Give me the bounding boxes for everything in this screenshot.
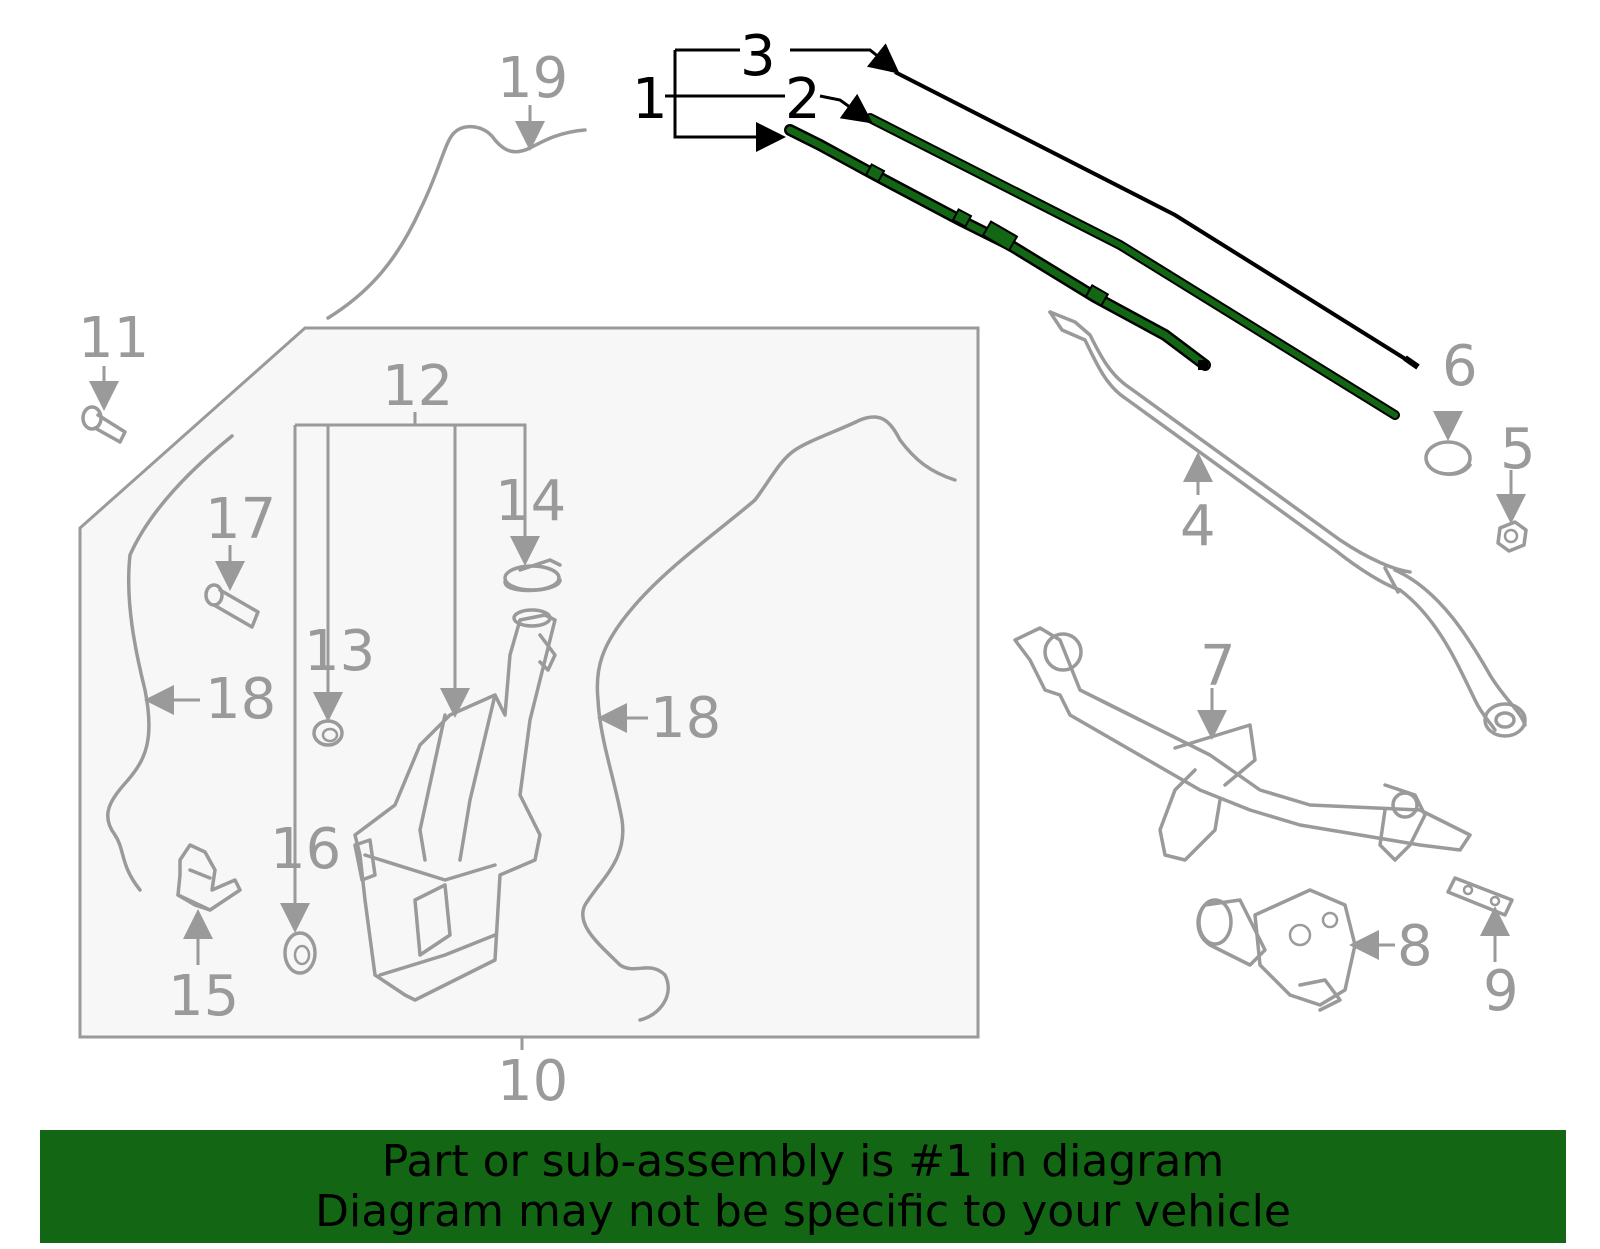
banner-line-2: Diagram may not be specific to your vehi… bbox=[315, 1185, 1291, 1237]
wiper-blade-3 bbox=[894, 70, 1420, 370]
callout-18-right: 18 bbox=[650, 686, 721, 751]
callout-4: 4 bbox=[1180, 494, 1216, 559]
callout-6: 6 bbox=[1442, 334, 1478, 399]
hose-18-right bbox=[581, 415, 957, 1022]
hose-19 bbox=[326, 124, 587, 320]
wiper-motor-8 bbox=[1196, 888, 1357, 1012]
wiper-blade-2 bbox=[865, 113, 1400, 420]
bracket-9 bbox=[1446, 876, 1514, 917]
bolt-11 bbox=[81, 405, 127, 444]
nut-5 bbox=[1496, 520, 1528, 553]
callout-19: 19 bbox=[497, 46, 568, 111]
banner-line-1: Part or sub-assembly is #1 in diagram bbox=[381, 1135, 1225, 1187]
callout-15: 15 bbox=[168, 964, 239, 1029]
callout-12: 12 bbox=[382, 354, 453, 419]
washer-pump-15 bbox=[176, 843, 242, 912]
callout-7: 7 bbox=[1200, 634, 1236, 699]
callout-1: 1 bbox=[632, 67, 668, 132]
parts-diagram: 1 2 3 19 4 6 5 7 8 9 10 11 12 13 14 15 1… bbox=[78, 24, 1536, 1114]
callout-2: 2 bbox=[785, 67, 821, 132]
cap-14 bbox=[503, 558, 562, 593]
info-banner: Part or sub-assembly is #1 in diagram Di… bbox=[40, 1130, 1566, 1243]
wiper-blade-1 bbox=[784, 124, 1211, 371]
callout-17: 17 bbox=[205, 487, 276, 552]
wiper-linkage-7 bbox=[1013, 626, 1472, 862]
callout-8: 8 bbox=[1397, 914, 1433, 979]
callout-13: 13 bbox=[304, 619, 375, 684]
wiper-arm-4 bbox=[1048, 310, 1527, 738]
callout-18-left: 18 bbox=[205, 667, 276, 732]
grommet-16 bbox=[283, 931, 317, 975]
callout-10: 10 bbox=[497, 1049, 568, 1114]
callout-5: 5 bbox=[1500, 417, 1536, 482]
callout-9: 9 bbox=[1483, 959, 1519, 1024]
callout-14: 14 bbox=[495, 469, 566, 534]
washer-reservoir-12 bbox=[353, 608, 557, 1002]
callout-16: 16 bbox=[270, 817, 341, 882]
callout-3: 3 bbox=[740, 24, 776, 89]
washer-system-panel bbox=[78, 326, 980, 1039]
cap-6 bbox=[1424, 440, 1472, 476]
pump-17 bbox=[204, 583, 260, 629]
callout-11: 11 bbox=[78, 306, 149, 371]
